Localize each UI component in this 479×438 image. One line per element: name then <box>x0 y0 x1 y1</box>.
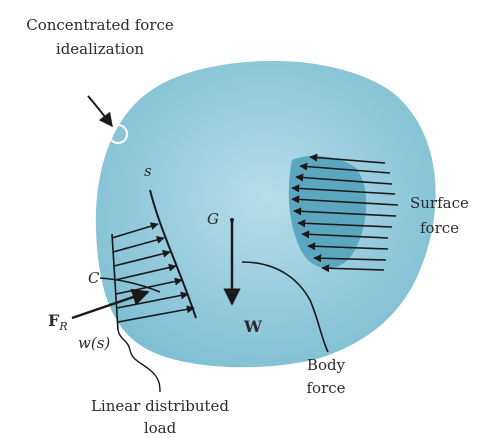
ws-bracket <box>117 329 161 393</box>
body-force-pointer <box>241 261 329 353</box>
point-c-label: C <box>88 269 100 287</box>
resultant-force-arrow <box>71 288 150 320</box>
load-ws-label: w(s) <box>78 334 110 352</box>
concentrated-label-2: idealization <box>56 40 145 58</box>
body-force-label-2: force <box>306 379 345 397</box>
point-s-label: s <box>144 162 152 180</box>
concentrated-label-1: Concentrated force <box>26 16 174 34</box>
concentrated-force-circle <box>108 124 128 144</box>
concentrated-pointer-arrow <box>87 95 113 128</box>
distributed-load-arrows <box>111 222 195 323</box>
linear-load-label-1: Linear distributed <box>91 397 229 415</box>
surface-force-label-1: Surface <box>410 194 469 212</box>
force-fr-label: FR <box>48 311 68 333</box>
body-force-label-1: Body <box>307 356 346 374</box>
body-shape <box>95 60 436 368</box>
linear-load-label-2: load <box>144 419 177 437</box>
load-baseline <box>111 233 119 331</box>
c-pointer <box>99 277 161 293</box>
surface-force-arrows <box>291 153 399 273</box>
point-g-label: G <box>207 210 219 228</box>
surface-force-label-2: force <box>420 219 459 237</box>
weight-w-label: W <box>243 317 263 336</box>
